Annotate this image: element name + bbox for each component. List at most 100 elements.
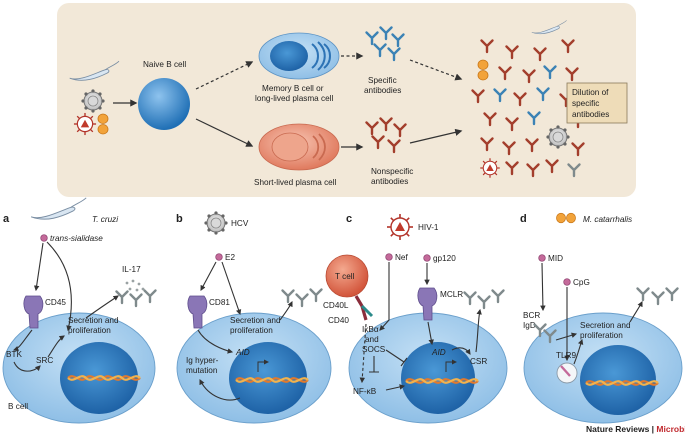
cd45-receptor bbox=[23, 295, 44, 329]
cytokine-label: IL-17 bbox=[122, 265, 141, 274]
secretion-b-2: proliferation bbox=[230, 326, 273, 335]
arrow-cd81-to-aid bbox=[197, 329, 234, 354]
antibodies-c bbox=[463, 289, 505, 310]
mcatarrhalis-label: M. catarrhalis bbox=[583, 215, 632, 224]
hiv-virus-icon bbox=[73, 112, 97, 136]
il17-dots bbox=[125, 279, 145, 292]
dilution-box bbox=[566, 82, 628, 124]
cd40-stalk bbox=[360, 304, 374, 318]
credit-separator: | bbox=[649, 424, 656, 434]
arrow-src-to-secretion bbox=[47, 335, 65, 358]
hyper-b-2: mutation bbox=[186, 366, 218, 375]
memory-b-cell bbox=[258, 32, 340, 80]
aid-b-bracket bbox=[257, 359, 269, 372]
hcv-icon-b bbox=[203, 210, 229, 236]
arrow-ts-to-secretion bbox=[46, 241, 72, 332]
bcr-label-2: IgD bbox=[523, 321, 536, 330]
specific-label-1: Specific bbox=[368, 76, 397, 85]
arrow-nfkb-to-aid bbox=[385, 384, 406, 391]
nef-label: Nef bbox=[395, 253, 408, 262]
arrow-e2-to-secretion bbox=[221, 261, 242, 316]
panel-d-letter: d bbox=[520, 213, 527, 225]
inhibit-ikb-to-aid bbox=[385, 349, 405, 363]
cpg-dot bbox=[563, 278, 571, 286]
mid-label: MID bbox=[548, 254, 563, 263]
arrow-btk-to-src bbox=[13, 361, 41, 372]
mclr-receptor bbox=[417, 287, 438, 321]
arrow-ts-to-cd45 bbox=[33, 242, 44, 292]
secretion-d-2: proliferation bbox=[580, 331, 623, 340]
arrow-tlr9-to-secretion bbox=[573, 338, 584, 365]
memory-label-line2: long-lived plasma cell bbox=[255, 94, 333, 103]
dilution-label-3: antibodies bbox=[572, 110, 609, 119]
secretion-d-1: Secretion and bbox=[580, 321, 631, 330]
arrow-mid-to-bcr bbox=[540, 262, 546, 312]
arrow-nonspecific-to-pool bbox=[409, 128, 463, 144]
cd81-label: CD81 bbox=[209, 298, 230, 307]
nfkb-label: NF-κB bbox=[353, 387, 377, 396]
tcruzi-icon bbox=[30, 197, 87, 220]
antibodies-b bbox=[281, 288, 323, 308]
cd40l-label: CD40L bbox=[323, 301, 349, 310]
arrow-nef-to-ikb bbox=[379, 262, 390, 331]
dna-a bbox=[66, 375, 142, 381]
shortlived-plasma-cell bbox=[258, 123, 340, 171]
arrow-mclr-to-aid bbox=[427, 321, 434, 346]
cpg-label: CpG bbox=[573, 278, 590, 287]
ikb-label-1: IκBα bbox=[362, 325, 379, 334]
specific-label-2: antibodies bbox=[364, 86, 401, 95]
top-panel-background bbox=[57, 3, 636, 197]
arrow-cd45-to-btk bbox=[12, 329, 33, 352]
secretion-b-1: Secretion and bbox=[230, 316, 281, 325]
journal-name: Nature Reviews bbox=[586, 424, 650, 434]
arrow-a-secretion-out bbox=[85, 295, 119, 319]
mid-dot bbox=[538, 254, 546, 262]
section-name: Microbiology bbox=[656, 424, 685, 434]
dilution-label-2: specific bbox=[572, 99, 599, 108]
src-label: SRC bbox=[36, 356, 53, 365]
nonspecific-label-2: antibodies bbox=[371, 177, 408, 186]
nucleus-a bbox=[60, 342, 138, 414]
arrow-to-memory bbox=[195, 61, 254, 90]
aid-c-bracket bbox=[445, 359, 457, 372]
t-cell-label: T cell bbox=[335, 272, 355, 281]
mclr-label: MCLR bbox=[440, 290, 463, 299]
arrow-aid-to-hyper bbox=[199, 379, 241, 401]
arrow-b-secretion-out bbox=[279, 301, 293, 321]
memory-label-line1: Memory B cell or bbox=[262, 84, 324, 93]
dashed-cd40-to-nfkb bbox=[359, 323, 367, 384]
hyper-b-1: Ig hyper- bbox=[186, 356, 219, 365]
btk-label: BTK bbox=[6, 350, 22, 359]
dna-d bbox=[584, 380, 660, 386]
arrow-specific-to-pool bbox=[409, 59, 463, 81]
cd45-label: CD45 bbox=[45, 298, 66, 307]
antibodies-d bbox=[636, 287, 679, 306]
tlr9-label: TLR9 bbox=[556, 351, 576, 360]
tlr9-receptor bbox=[560, 365, 571, 377]
gp120-label: gp120 bbox=[433, 254, 456, 263]
panel-a-letter: a bbox=[3, 213, 10, 225]
arrow-to-shortlived bbox=[195, 118, 254, 147]
dna-c bbox=[404, 378, 480, 384]
dilution-label-1: Dilution of bbox=[572, 88, 609, 97]
trans-sialidase-dot bbox=[40, 234, 48, 242]
inhibit-bar bbox=[400, 357, 408, 367]
e2-label: E2 bbox=[225, 253, 235, 262]
naive-b-cell-label: Naive B cell bbox=[143, 60, 186, 69]
arrow-csr-out bbox=[475, 308, 482, 353]
bcr-label-1: BCR bbox=[523, 311, 540, 320]
e2-dot bbox=[215, 253, 223, 261]
arrow-e2-to-cd81 bbox=[200, 261, 217, 291]
nucleus-d bbox=[580, 345, 656, 415]
antibodies-a bbox=[115, 289, 157, 308]
t-cell bbox=[325, 254, 369, 298]
nonspecific-label-1: Nonspecific bbox=[371, 167, 413, 176]
shortlived-label: Short-lived plasma cell bbox=[254, 178, 337, 187]
panel-c-letter: c bbox=[346, 213, 352, 225]
arrow-bcr-to-secretion bbox=[555, 332, 578, 341]
csr-label: CSR bbox=[470, 357, 487, 366]
tcruzi-label: T. cruzi bbox=[92, 215, 118, 224]
secretion-a-1: Secretion and bbox=[68, 316, 119, 325]
trans-sialidase-label: trans-sialidase bbox=[50, 234, 103, 243]
gp120-dot bbox=[423, 254, 431, 262]
